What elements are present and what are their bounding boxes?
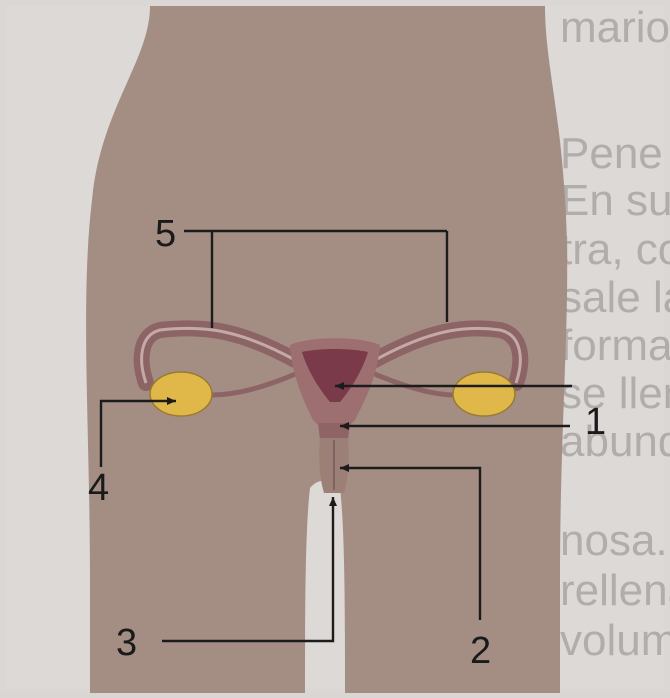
- background-text-line: volumen, dando lugar a la: [560, 616, 670, 665]
- label-3: 3: [116, 622, 137, 664]
- background-text-line: rellena de sangre aumentando: [560, 566, 670, 615]
- label-4: 4: [88, 467, 109, 509]
- label-5: 5: [155, 213, 176, 255]
- background-text-line: abundancia durante la excitación: [560, 417, 670, 466]
- background-text-line: nosa. Durante la erección, se: [560, 516, 670, 565]
- background-text-line: En su interior se localiza la uretra,: [560, 176, 670, 225]
- background-text-line: Pene es el órgano copulador.: [560, 129, 670, 178]
- right-ovary: [453, 372, 515, 416]
- background-text-line: mario.: [560, 3, 670, 52]
- left-ovary: [150, 372, 212, 416]
- background-text-line: se llenan de sangre en: [560, 369, 670, 418]
- label-2: 2: [470, 630, 491, 672]
- background-text-line: sale la orina y el semen. Está: [560, 273, 670, 322]
- background-text-line: tra, conducto a través del cual: [560, 225, 670, 274]
- label-1: 1: [585, 401, 606, 443]
- background-text-line: formado por tejidos que: [560, 321, 670, 370]
